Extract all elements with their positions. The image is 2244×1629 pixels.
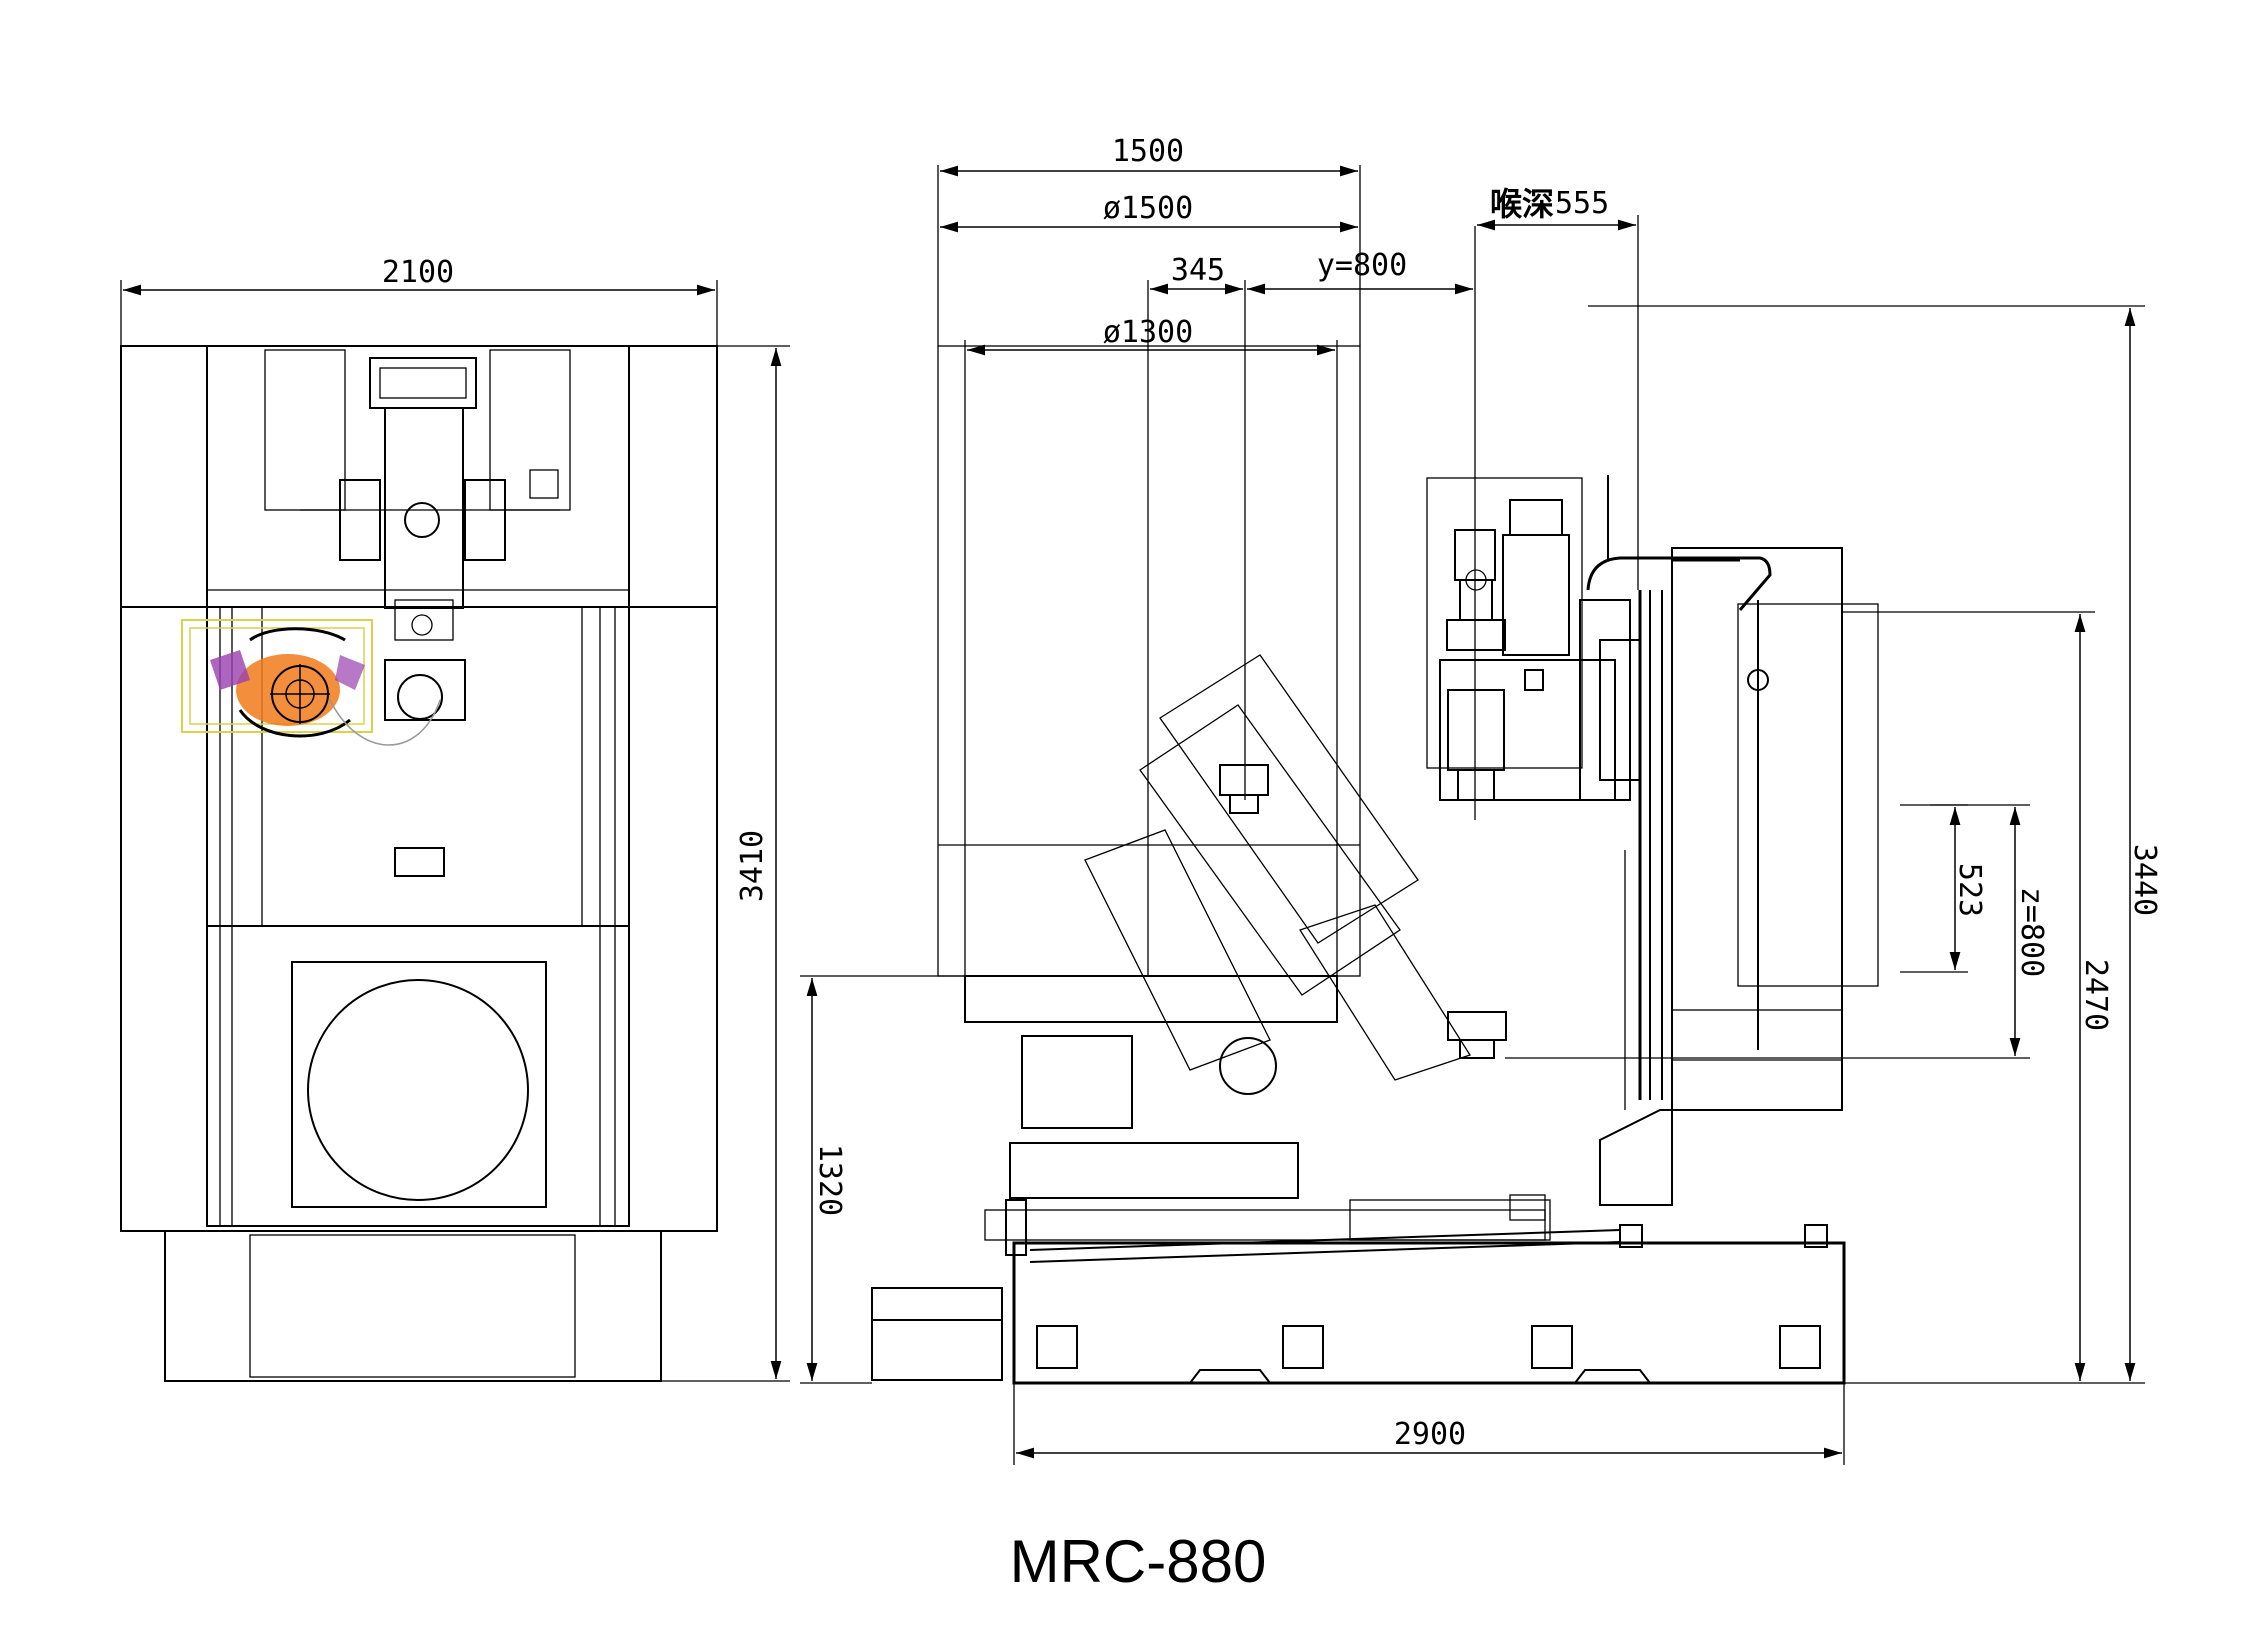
offset-dimension: 345: [1147, 253, 1246, 976]
model-title: MRC-880: [1010, 1528, 1267, 1595]
z-travel-dimension: z=800: [1505, 804, 2049, 1059]
throat-label: 喉深: [1490, 185, 1554, 223]
spindle-offset-dimension: 523: [1900, 804, 1987, 973]
table-swing-dimension: ø1500: [940, 191, 1358, 233]
throat-value: 555: [1555, 186, 1609, 221]
table-height-dimension: 1320: [800, 975, 965, 1384]
table-width-dimension: 1500: [937, 134, 1361, 346]
offset-label: 345: [1171, 253, 1225, 288]
spindle-height-dimension: 2470: [1842, 611, 2113, 1381]
y-travel-label: y=800: [1317, 248, 1407, 283]
front-width-dimension: 2100: [120, 255, 718, 346]
overall-height-label: 3440: [2127, 844, 2162, 916]
table-diameter-dimension: ø1300: [964, 315, 1338, 976]
throat-dimension: 喉深 555: [1477, 185, 1639, 590]
z-travel-label: z=800: [2014, 887, 2049, 977]
front-view: [120, 345, 718, 1382]
base-length-dimension: 2900: [1013, 1383, 1845, 1465]
overall-height-dimension: 3440: [1588, 305, 2162, 1384]
front-height-label: 3410: [735, 830, 770, 902]
spindle-height-label: 2470: [2078, 959, 2113, 1031]
table-swing-label: ø1500: [1103, 191, 1193, 226]
base-length-label: 2900: [1394, 1417, 1466, 1452]
front-width-label: 2100: [382, 255, 454, 290]
side-view: [871, 345, 1879, 1385]
y-travel-dimension: y=800: [1247, 226, 1476, 820]
table-height-label: 1320: [812, 1144, 847, 1216]
table-width-label: 1500: [1112, 134, 1184, 169]
spindle-offset-label: 523: [1952, 863, 1987, 917]
front-height-dimension: 3410: [661, 345, 790, 1382]
